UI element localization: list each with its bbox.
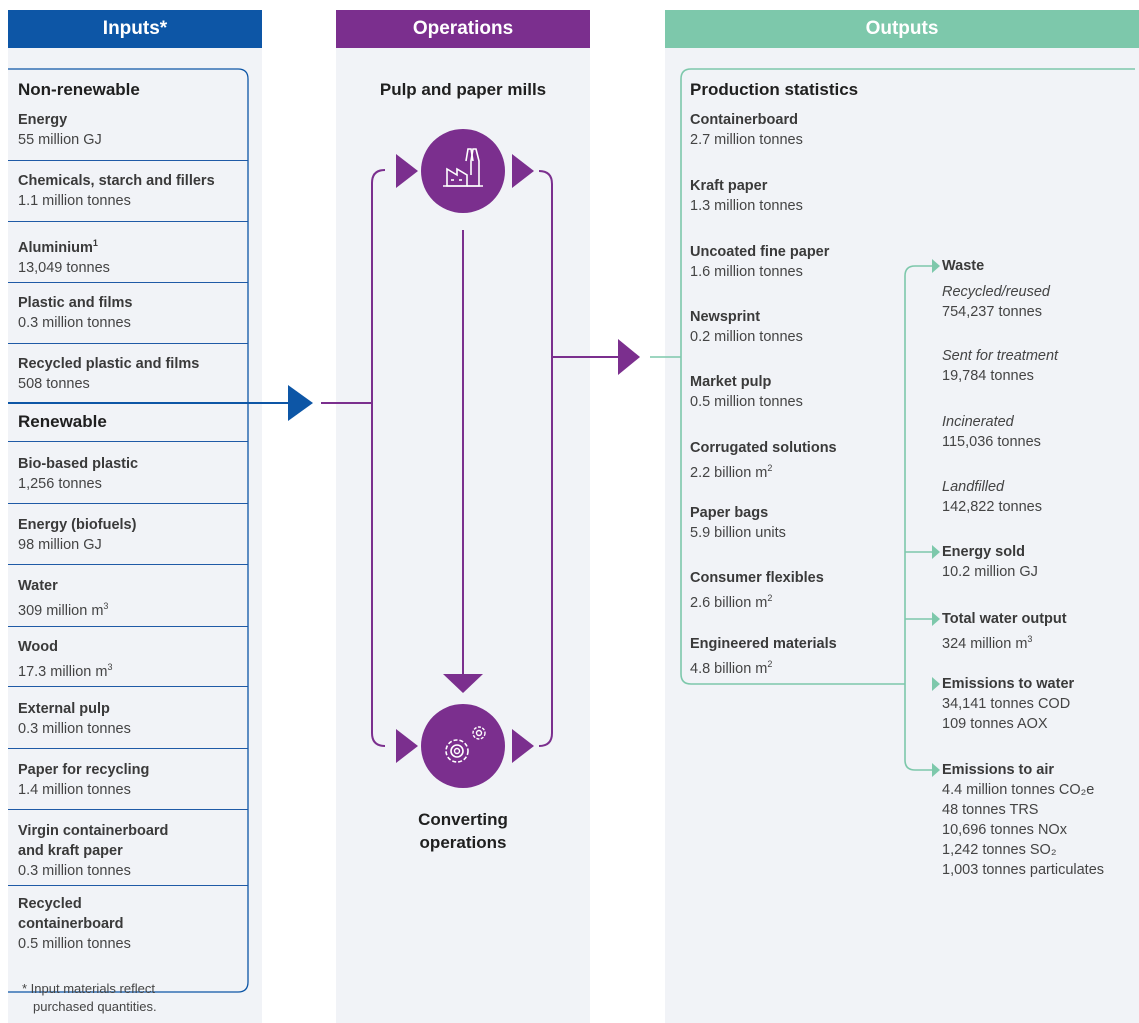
input-paper-recycling: Paper for recycling 1.4 million tonnes [18,762,150,798]
inputs-header: Inputs* [8,10,262,48]
input-arrow-icon [288,385,313,421]
inputs-column [8,48,262,1023]
output-uncoated-fine-paper: Uncoated fine paper 1.6 million tonnes [690,244,830,280]
input-plastic: Plastic and films 0.3 million tonnes [18,295,133,331]
renewable-heading: Renewable [18,412,107,431]
inputs-footnote: * Input materials reflect purchased quan… [22,981,157,1014]
input-title: Energy [18,112,68,128]
output-corrugated: Corrugated solutions 2.2 billion m2 [690,440,837,481]
factory-icon [421,129,505,213]
input-biofuels: Energy (biofuels) 98 million GJ [18,517,137,553]
input-recycled-plastic: Recycled plastic and films 508 tonnes [18,356,200,392]
waste-title: Waste [942,258,985,274]
mills-label: Pulp and paper mills [379,80,547,99]
input-external-pulp: External pulp 0.3 million tonnes [18,701,131,737]
down-arrow-icon [443,674,483,693]
input-wood: Wood 17.3 million m3 [18,639,113,680]
outputs-column [665,48,1139,1023]
emissions-water: Emissions to water 34,141 tonnes COD 109… [942,676,1075,732]
water-output: Total water output 324 million m3 [942,611,1067,652]
output-paper-bags: Paper bags 5.9 billion units [690,505,786,541]
output-consumer-flexibles: Consumer flexibles 2.6 billion m2 [690,570,824,611]
output-kraft-paper: Kraft paper 1.3 million tonnes [690,178,803,214]
waste-recycled: Recycled/reused 754,237 tonnes [942,284,1050,320]
converting-label: Converting operations [418,810,508,852]
waste-incinerated: Incinerated 115,036 tonnes [942,414,1041,450]
output-containerboard: Containerboard 2.7 million tonnes [690,112,803,148]
input-chemicals: Chemicals, starch and fillers 1.1 millio… [18,173,215,209]
waste-landfilled: Landfilled 142,822 tonnes [942,479,1042,515]
input-aluminium: Aluminium1 13,049 tonnes [18,238,110,276]
input-recycled-containerboard: Recycled containerboard 0.5 million tonn… [18,896,131,952]
input-virgin-containerboard: Virgin containerboard and kraft paper 0.… [18,823,169,879]
production-heading: Production statistics [690,80,859,99]
non-renewable-heading: Non-renewable [18,80,140,99]
waste-treatment: Sent for treatment 19,784 tonnes [942,348,1059,384]
output-engineered-materials: Engineered materials 4.8 billion m2 [690,636,837,677]
operations-header: Operations [336,10,590,48]
input-energy: Energy 55 million GJ [18,110,102,150]
outputs-header: Outputs [665,10,1139,48]
emissions-air: Emissions to air 4.4 million tonnes CO₂e… [942,762,1105,878]
output-market-pulp: Market pulp 0.5 million tonnes [690,374,803,410]
input-value: 55 million GJ [18,132,102,148]
output-newsprint: Newsprint 0.2 million tonnes [690,309,803,345]
energy-sold: Energy sold 10.2 million GJ [942,544,1038,580]
input-water: Water 309 million m3 [18,578,109,619]
gears-icon [421,704,505,788]
input-bio-plastic: Bio-based plastic 1,256 tonnes [18,456,139,492]
